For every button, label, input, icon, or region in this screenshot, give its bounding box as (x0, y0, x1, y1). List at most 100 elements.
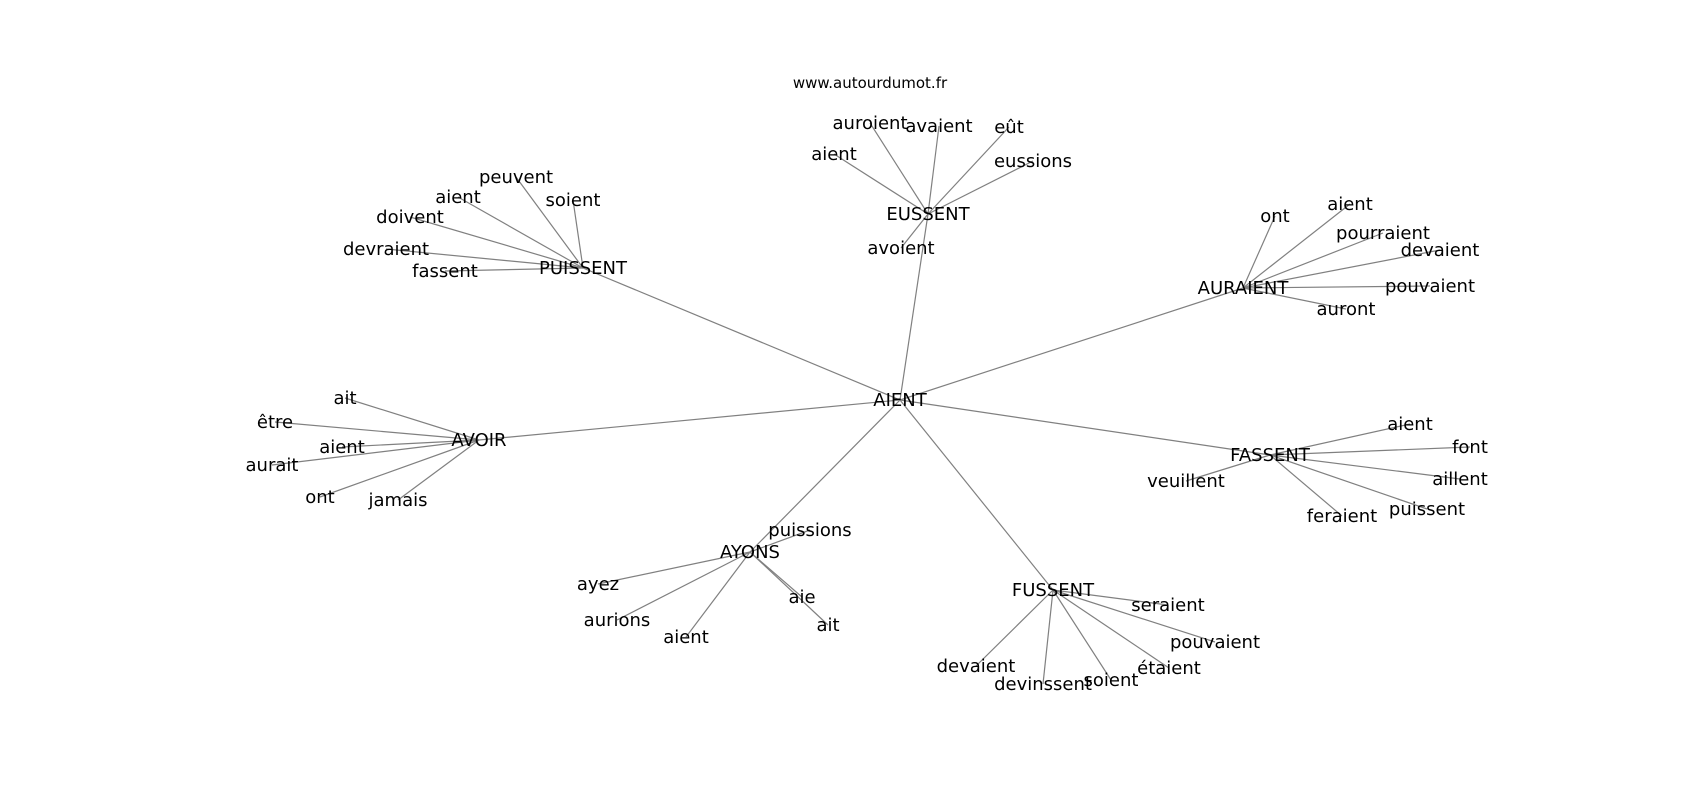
node-leaf-fassent-feraient[interactable]: feraient (1307, 506, 1377, 527)
edge-root-fassent (899, 399, 1271, 456)
node-leaf-fassent-puissent[interactable]: puissent (1389, 499, 1465, 520)
edge-fussent-devinssent (1042, 589, 1054, 685)
node-hub-avoir[interactable]: AVOIR (451, 430, 506, 451)
node-leaf-avoir-ont[interactable]: ont (305, 487, 334, 508)
edge-puissent-soient (572, 199, 584, 269)
node-leaf-eussent-avaient[interactable]: avaient (905, 116, 972, 137)
node-leaf-puissent-doivent[interactable]: doivent (376, 207, 444, 228)
node-leaf-puissent-soient[interactable]: soient (546, 190, 601, 211)
node-leaf-fussent-etaient[interactable]: étaient (1137, 658, 1201, 679)
edge-eussent-avaient (927, 125, 940, 215)
edge-root-eussent (899, 213, 929, 401)
edge-ayons-aurions (616, 551, 751, 621)
edge-fassent-aillent (1269, 454, 1461, 480)
edge-avoir-ont (319, 439, 480, 498)
node-leaf-puissent-devraient[interactable]: devraient (343, 239, 429, 260)
node-hub-ayons[interactable]: AYONS (720, 542, 780, 563)
edge-puissent-fassent (444, 267, 584, 272)
node-leaf-fassent-font[interactable]: font (1452, 437, 1488, 458)
edge-puissent-doivent (409, 216, 584, 269)
edge-avoir-aurait (271, 439, 480, 466)
edge-ayons-aient (685, 551, 751, 638)
edge-puissent-devraient (385, 248, 584, 269)
edge-root-auraient (899, 287, 1244, 401)
edge-fussent-devaient (975, 589, 1054, 667)
node-hub-fussent[interactable]: FUSSENT (1012, 580, 1095, 601)
node-leaf-ayons-aurions[interactable]: aurions (584, 610, 651, 631)
node-leaf-auraient-pouvaient[interactable]: pouvaient (1385, 276, 1475, 297)
node-leaf-puissent-peuvent[interactable]: peuvent (479, 167, 553, 188)
node-leaf-ayons-aie[interactable]: aie (788, 587, 815, 608)
node-leaf-auraient-aient[interactable]: aient (1327, 194, 1373, 215)
edge-fassent-puissent (1269, 454, 1428, 510)
edge-ayons-ayez (597, 551, 751, 585)
edges-layer (271, 122, 1471, 685)
edge-auraient-ont (1242, 215, 1276, 289)
node-hub-fassent[interactable]: FASSENT (1230, 445, 1311, 466)
edge-ayons-puissions (749, 529, 811, 553)
edge-auraient-aient (1242, 203, 1351, 289)
node-leaf-auraient-pourraient[interactable]: pourraient (1336, 223, 1430, 244)
node-leaf-auraient-ont[interactable]: ont (1260, 206, 1289, 227)
node-leaf-eussent-eut[interactable]: eût (994, 117, 1024, 138)
edge-avoir-jamais (397, 439, 480, 501)
edge-fassent-feraient (1269, 454, 1343, 517)
node-leaf-fussent-devaient[interactable]: devaient (937, 656, 1016, 677)
node-root-aient[interactable]: AIENT (873, 390, 927, 411)
edge-root-avoir (478, 399, 901, 441)
edge-eussent-auroient (869, 122, 929, 215)
edge-fassent-veuillent (1185, 454, 1271, 482)
edge-auraient-devaient (1242, 249, 1441, 289)
node-leaf-fassent-veuillent[interactable]: veuillent (1147, 471, 1225, 492)
node-leaf-fassent-aillent[interactable]: aillent (1432, 469, 1488, 490)
edge-eussent-eut (927, 126, 1010, 215)
edge-avoir-ait (344, 397, 480, 441)
edge-fussent-pouvaient (1052, 589, 1216, 643)
node-hub-auraient[interactable]: AURAIENT (1198, 278, 1290, 299)
node-leaf-avoir-jamais[interactable]: jamais (368, 490, 428, 511)
edge-avoir-aient (341, 439, 480, 448)
edge-eussent-avoient (900, 213, 929, 249)
site-credit: www.autourdumot.fr (793, 74, 948, 92)
edge-root-fussent (899, 399, 1054, 591)
node-leaf-fussent-pouvaient[interactable]: pouvaient (1170, 632, 1260, 653)
node-leaf-fussent-seraient[interactable]: seraient (1131, 595, 1204, 616)
node-leaf-puissent-aient[interactable]: aient (435, 187, 481, 208)
node-leaf-ayons-ait[interactable]: ait (816, 615, 839, 636)
edge-auraient-pouvaient (1242, 285, 1431, 289)
node-leaf-fussent-soient[interactable]: soient (1084, 670, 1139, 691)
node-hub-puissent[interactable]: PUISSENT (539, 258, 628, 279)
node-leaf-avoir-aurait[interactable]: aurait (246, 455, 299, 476)
node-leaf-ayons-puissions[interactable]: puissions (768, 520, 851, 541)
node-leaf-fussent-devinssent[interactable]: devinssent (994, 674, 1092, 695)
node-hub-eussent[interactable]: EUSSENT (886, 204, 970, 225)
edge-eussent-aient (833, 153, 929, 215)
edge-fassent-aient (1269, 423, 1411, 456)
node-leaf-eussent-auroient[interactable]: auroient (833, 113, 908, 134)
edge-auraient-auront (1242, 287, 1347, 310)
edge-root-ayons (749, 399, 901, 553)
edge-eussent-eussions (927, 160, 1034, 215)
node-leaf-avoir-etre[interactable]: être (257, 412, 293, 433)
node-leaf-avoir-ait[interactable]: ait (333, 388, 356, 409)
edge-fussent-soient (1052, 589, 1112, 681)
node-leaf-avoir-aient[interactable]: aient (319, 437, 365, 458)
node-leaf-ayons-ayez[interactable]: ayez (577, 574, 619, 595)
edge-fussent-seraient (1052, 589, 1169, 606)
edge-avoir-etre (274, 421, 480, 441)
node-leaf-eussent-avoient[interactable]: avoient (867, 238, 934, 259)
node-leaf-auraient-auront[interactable]: auront (1317, 299, 1376, 320)
edge-fassent-font (1269, 446, 1471, 456)
node-leaf-auraient-devaient[interactable]: devaient (1401, 240, 1480, 261)
node-leaf-ayons-aient[interactable]: aient (663, 627, 709, 648)
edge-auraient-pourraient (1242, 232, 1384, 289)
labels-layer: www.autourdumot.fr AIENTPUISSENTpeuvents… (246, 74, 1488, 695)
edge-puissent-aient (457, 196, 584, 269)
edge-root-puissent (582, 267, 901, 401)
node-leaf-puissent-fassent[interactable]: fassent (412, 261, 478, 282)
node-leaf-fassent-aient[interactable]: aient (1387, 414, 1433, 435)
node-leaf-eussent-eussions[interactable]: eussions (994, 151, 1072, 172)
edge-ayons-ait (749, 551, 829, 626)
node-leaf-eussent-aient[interactable]: aient (811, 144, 857, 165)
